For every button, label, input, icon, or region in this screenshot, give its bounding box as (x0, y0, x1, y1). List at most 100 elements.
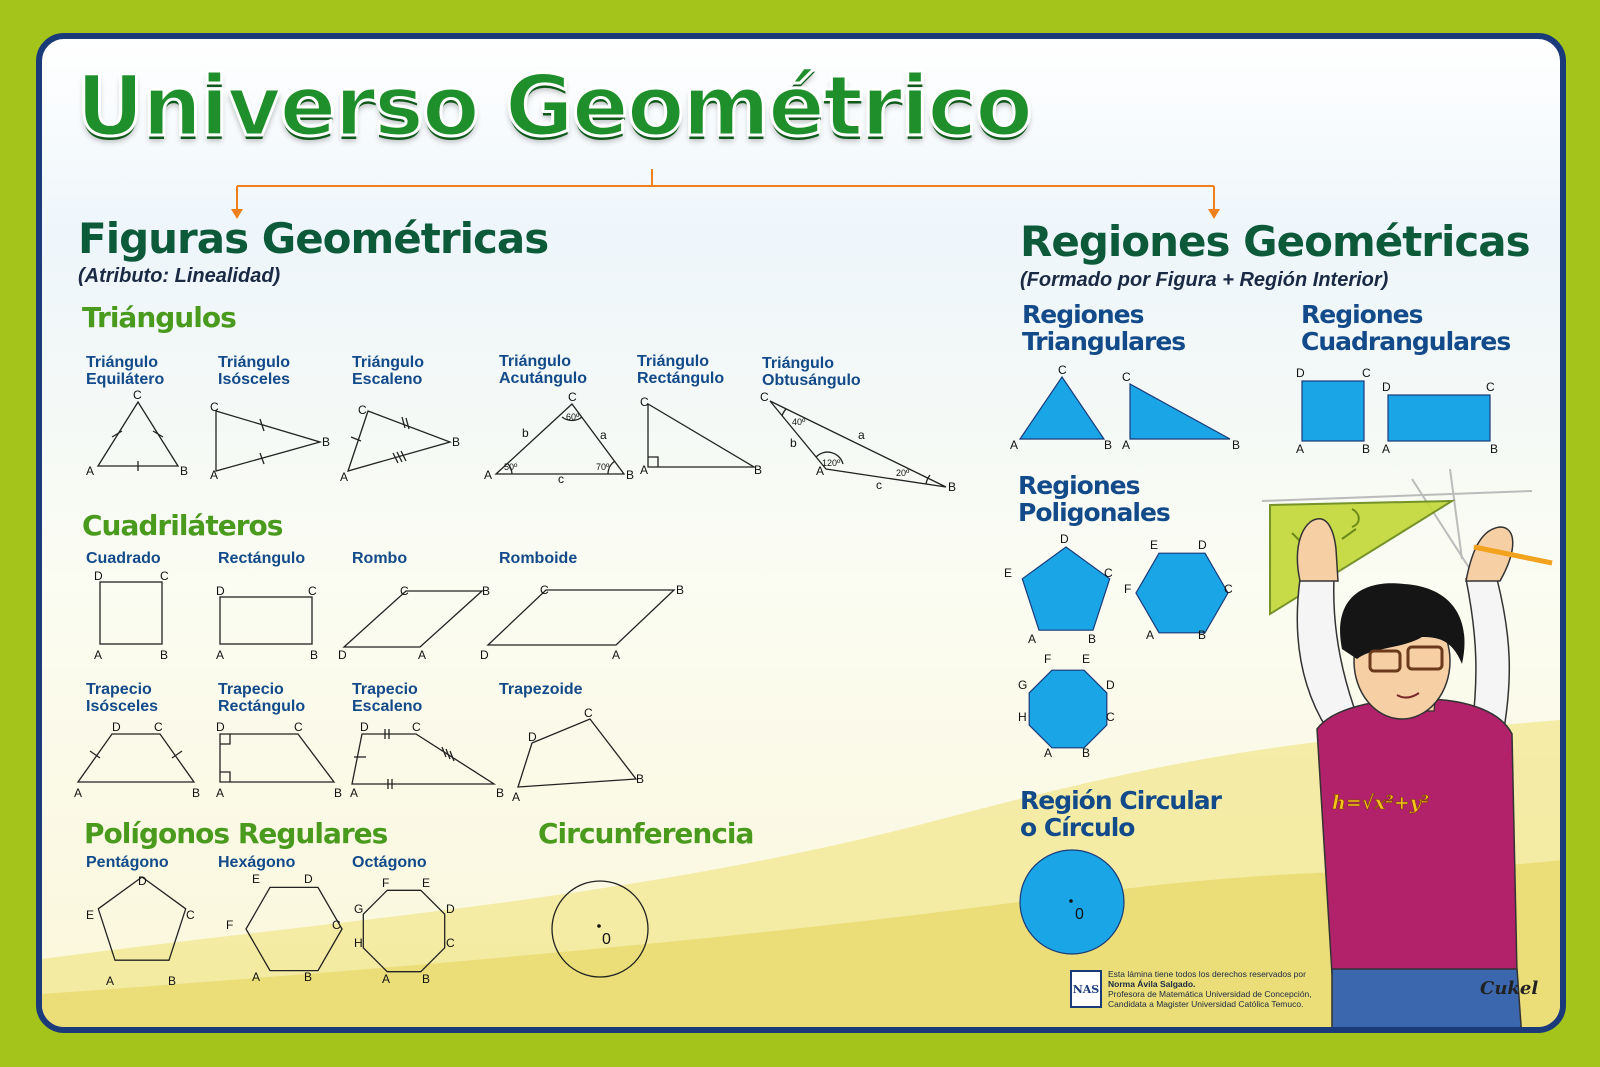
tick-mark (350, 436, 362, 442)
vertex-label: D (1382, 380, 1391, 394)
vertex-label: D (360, 720, 369, 734)
vertex-label: A (1382, 442, 1390, 456)
vertex-label: C (1122, 370, 1131, 384)
tick-mark (152, 430, 164, 438)
square (99, 581, 163, 645)
angle-label: 50º (504, 462, 518, 472)
triangles-heading: Triángulos (82, 301, 237, 334)
side-label: c (876, 478, 882, 492)
main-title: Universo Geométrico (75, 56, 1035, 157)
vertex-label: C (186, 908, 195, 922)
vertex-label: C (358, 403, 367, 417)
region-octagon (1028, 669, 1108, 749)
angle-arc (925, 474, 931, 485)
side-label: c (558, 472, 564, 486)
vertex-label: A (252, 970, 260, 984)
shirt-formula: h=√x²+y² (1332, 792, 1429, 814)
tick-mark (259, 418, 265, 432)
vertex-label: D (94, 569, 103, 583)
vertex-label: D (1198, 538, 1207, 552)
region-circular-title: Región Circular o Círculo (1020, 786, 1222, 842)
vertex-label: B (948, 480, 956, 494)
label-triangle-obtuse: Triángulo Obtusángulo (762, 355, 861, 389)
vertex-label: C (294, 720, 303, 734)
vertex-label: D (1060, 532, 1069, 546)
angle-arc (561, 416, 583, 422)
label-trapezoid-right: Trapecio Rectángulo (218, 681, 306, 715)
vertex-label: D (304, 872, 313, 886)
vertex-label: B (422, 972, 430, 986)
vertex-label: A (1044, 746, 1052, 760)
tick-mark (392, 452, 399, 464)
angle-label: 60º (566, 412, 580, 422)
region-circle-center-label: 0 (1075, 906, 1084, 923)
side-label: a (600, 428, 607, 442)
tick-mark (449, 750, 455, 762)
vertex-label: A (1296, 442, 1304, 456)
vertex-label: E (422, 876, 430, 890)
angle-arc (815, 451, 844, 465)
region-pentagon (1021, 546, 1111, 631)
pencil (1473, 544, 1553, 566)
student-illustration: h=√x²+y² (1261, 468, 1553, 1027)
vertex-label: D (528, 730, 537, 744)
jeans (1331, 968, 1522, 1027)
quadrilaterals-heading: Cuadriláteros (82, 509, 283, 542)
vertex-label: B (304, 970, 312, 984)
vertex-label: D (480, 648, 489, 662)
label-triangle-equilateral: Triángulo Equilátero (86, 354, 165, 388)
label-pentagon: Pentágono (86, 854, 169, 871)
author-logo: NAS (1070, 970, 1102, 1008)
vertex-label: A (94, 648, 102, 662)
vertex-label: C (133, 388, 142, 402)
angle-label: 70º (596, 462, 610, 472)
vertex-label: B (496, 786, 504, 800)
vertex-label: C (308, 584, 317, 598)
vertex-label: D (138, 874, 147, 888)
vertex-label: A (216, 648, 224, 662)
vertex-label: C (1362, 366, 1371, 380)
vertex-label: A (210, 468, 218, 482)
vertex-label: C (568, 390, 577, 404)
vertex-label: C (412, 720, 421, 734)
vertex-label: B (322, 435, 330, 449)
trapezoid-right (219, 733, 336, 783)
vertex-label: B (168, 974, 176, 988)
angle-arc (507, 463, 513, 475)
triangle-obtuse (769, 400, 947, 488)
triangle-acute (494, 403, 626, 475)
label-triangle-isosceles: Triángulo Isósceles (218, 354, 291, 388)
region-triangle-2 (1129, 382, 1231, 440)
vertex-label: A (1028, 632, 1036, 646)
right-angle-mark (220, 771, 231, 782)
vertex-label: D (446, 902, 455, 916)
vertex-label: A (512, 790, 520, 804)
vertex-label: E (1004, 566, 1012, 580)
vertex-label: B (1198, 628, 1206, 642)
vertex-label: B (180, 464, 188, 478)
tick-mark (259, 452, 265, 465)
vertex-label: D (1296, 366, 1305, 380)
vertex-label: A (640, 463, 648, 477)
label-rhombus: Rombo (352, 550, 408, 567)
figures-section-subtitle: (Atributo: Linealidad) (78, 265, 281, 287)
vertex-label: A (106, 974, 114, 988)
vertex-label: A (1146, 628, 1154, 642)
vertex-label: A (74, 786, 82, 800)
glasses-left (1368, 649, 1402, 673)
vertex-label: C (210, 400, 219, 414)
regions-quadrangular-title: Regiones Cuadrangulares (1301, 300, 1511, 356)
regions-triangular-title: Regiones Triangulares (1022, 300, 1186, 356)
vertex-label: B (452, 435, 460, 449)
glasses-right (1406, 645, 1444, 671)
vertex-label: D (216, 720, 225, 734)
tick-mark (89, 750, 101, 759)
vertex-label: E (86, 908, 94, 922)
region-circle-center-dot (1069, 899, 1073, 903)
vertex-label: C (640, 395, 649, 409)
region-hexagon (1135, 552, 1229, 634)
label-rhomboid: Romboide (499, 550, 578, 567)
vertex-label: A (1122, 438, 1130, 452)
